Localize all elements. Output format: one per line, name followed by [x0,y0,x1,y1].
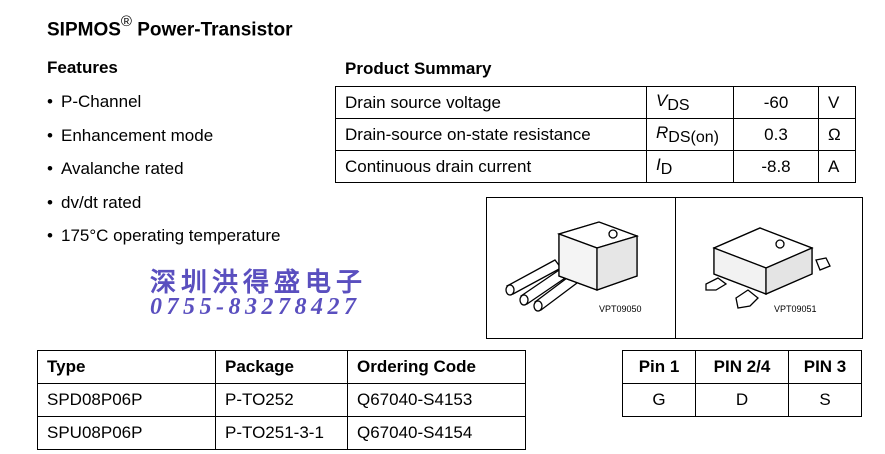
parameter-cell: Continuous drain current [335,150,647,183]
unit-cell: A [818,150,856,183]
feature-item: •dv/dt rated [47,191,280,225]
ordering-table: Type Package Ordering Code SPD08P06P P-T… [37,350,526,450]
column-header: Type [37,350,216,384]
table-row: Drain-source on-state resistance RDS(on)… [335,118,856,151]
product-summary-table: Drain source voltage VDS -60 V Drain-sou… [335,86,856,183]
pin-cell: D [695,383,789,417]
to251-package-icon: VPT09050 [505,221,642,314]
table-row: Drain source voltage VDS -60 V [335,86,856,119]
phone-watermark: 0755-83278427 [150,294,361,320]
ordering-code-cell: Q67040-S4154 [347,416,526,450]
symbol-cell: ID [646,150,734,183]
column-header: Package [215,350,348,384]
column-header: PIN 2/4 [695,350,789,384]
features-heading: Features [47,58,118,77]
company-watermark: 深圳洪得盛电子 [150,268,368,298]
column-header: Ordering Code [347,350,526,384]
registered-mark: ® [120,13,132,30]
bullet: • [47,125,53,145]
bullet: • [47,92,53,111]
table-header-row: Pin 1 PIN 2/4 PIN 3 [622,350,862,384]
feature-item: •175°C operating temperature [47,224,280,258]
pin-table: Pin 1 PIN 2/4 PIN 3 G D S [622,350,862,417]
type-cell: SPD08P06P [37,383,216,417]
package-cell: P-TO251-3-1 [215,416,348,450]
value-cell: -60 [733,86,819,119]
feature-list: •P-Channel •Enhancement mode •Avalanche … [47,90,280,258]
page-title: SIPMOS® Power-Transistor [47,13,293,41]
feature-item: •Avalanche rated [47,157,280,191]
table-row: SPU08P06P P-TO251-3-1 Q67040-S4154 [37,416,526,450]
bullet: • [47,226,53,245]
column-header: PIN 3 [788,350,862,384]
symbol-cell: VDS [646,86,734,119]
package-cell: P-TO252 [215,383,348,417]
unit-cell: V [818,86,856,119]
table-row: SPD08P06P P-TO252 Q67040-S4153 [37,383,526,417]
package-divider [675,197,676,339]
value-cell: -8.8 [733,150,819,183]
package-label: VPT09050 [599,304,642,314]
pin-cell: S [788,383,862,417]
bullet: • [47,192,53,212]
feature-item: •Enhancement mode [47,124,280,158]
bullet: • [47,159,53,178]
pin-cell: G [622,383,696,417]
type-cell: SPU08P06P [37,416,216,450]
column-header: Pin 1 [622,350,696,384]
parameter-cell: Drain source voltage [335,86,647,119]
product-summary-heading: Product Summary [345,59,492,78]
package-label: VPT09051 [774,304,817,314]
table-header-row: Type Package Ordering Code [37,350,526,384]
package-images-frame [486,197,863,339]
ordering-code-cell: Q67040-S4153 [347,383,526,417]
to252-package-icon: VPT09051 [705,227,831,314]
parameter-cell: Drain-source on-state resistance [335,118,647,151]
table-row: G D S [622,383,862,417]
table-row: Continuous drain current ID -8.8 A [335,150,856,183]
feature-item: •P-Channel [47,90,280,124]
unit-cell: Ω [818,118,856,151]
value-cell: 0.3 [733,118,819,151]
symbol-cell: RDS(on) [646,118,734,151]
